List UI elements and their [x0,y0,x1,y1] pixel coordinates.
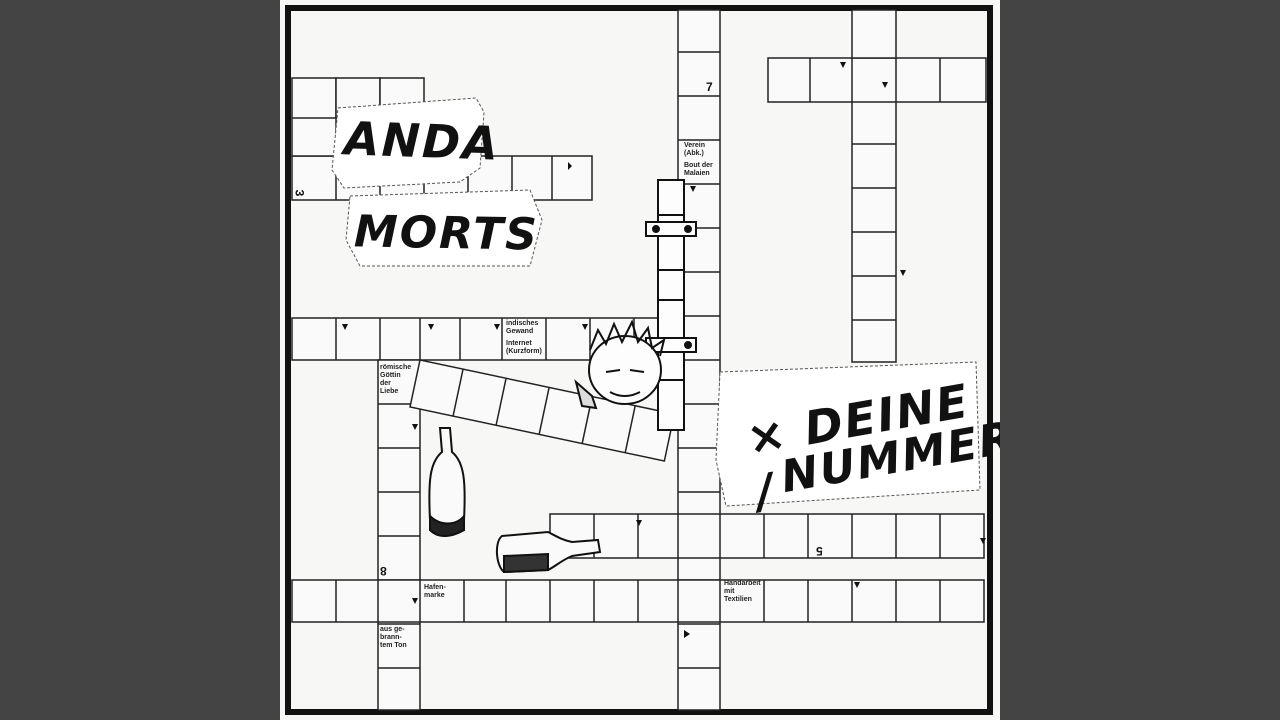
crossword-number-3: 3 [292,189,307,197]
clue-gewand: indisches Gewand [506,320,539,335]
clue-handarbeit: Handarbeit mit Textilien [724,580,761,603]
crossword-number-5: 5 [816,544,823,558]
album-cover: ANDA MORTS × DEINE / NUMMER 7 3 5 8 Vere… [280,0,1000,720]
crossword-number-7: 7 [706,80,713,94]
clue-boot: Bout der Malaien [684,162,713,177]
crossword-number-8: 8 [380,564,387,578]
crossword-grid-art [285,5,993,715]
band-name-line2: MORTS [353,206,540,261]
clue-internet: Internet (Kurzform) [506,340,542,355]
clue-ton: aus ge- brann- tem Ton [380,626,407,649]
band-name-line1: ANDA [343,111,501,171]
clue-hafen: Hafen- marke [424,584,446,599]
clue-verein: Verein (Abk.) [684,142,706,157]
clue-goettin: römische Göttin der Liebe [380,364,412,395]
